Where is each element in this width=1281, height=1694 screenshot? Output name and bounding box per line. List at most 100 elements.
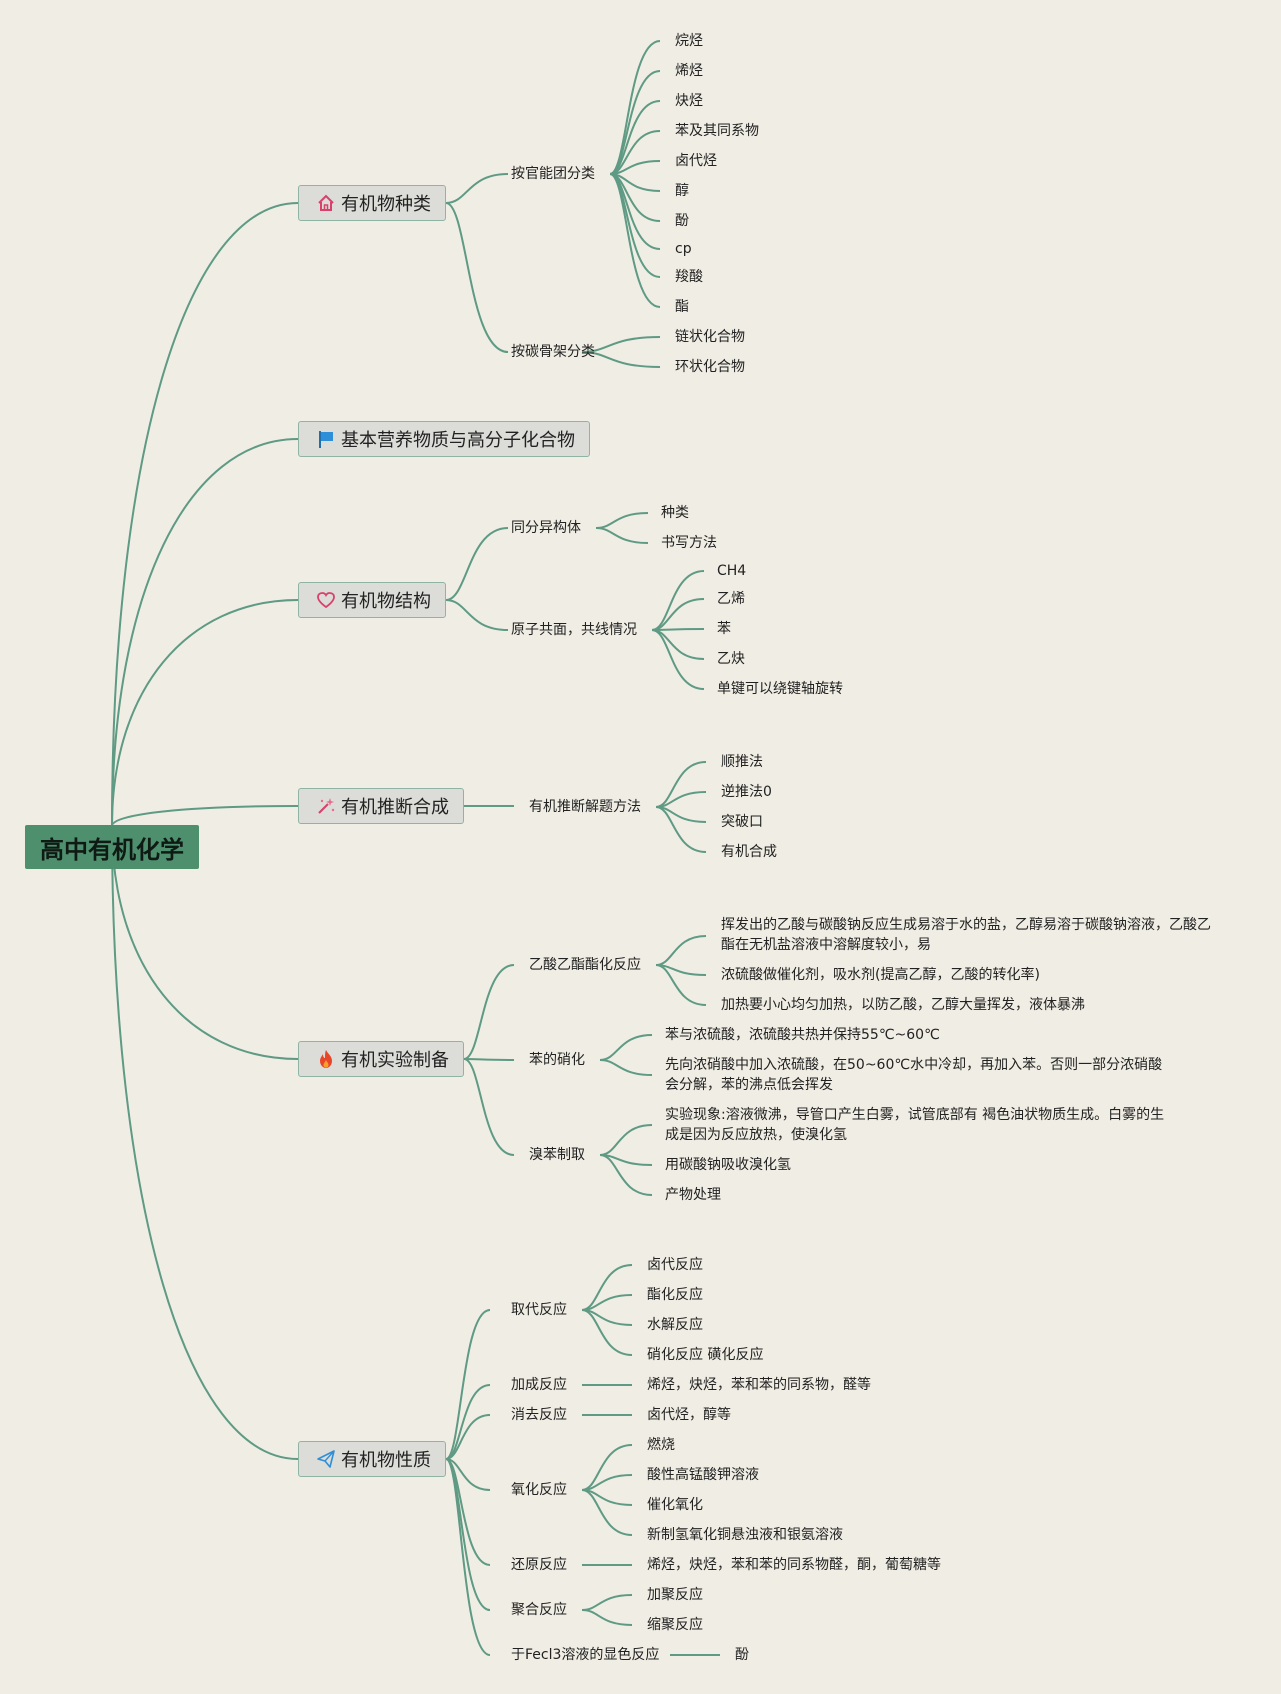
topic-label: 有机物种类	[341, 194, 431, 215]
branch-label[interactable]: 原子共面，共线情况	[511, 622, 637, 638]
leaf-label[interactable]: 顺推法	[721, 754, 763, 770]
connector-line	[581, 1594, 633, 1611]
leaf-label[interactable]: 硝化反应 磺化反应	[647, 1347, 764, 1363]
leaf-label[interactable]: 酚	[735, 1647, 749, 1663]
leaf-label[interactable]: 突破口	[721, 814, 763, 830]
branch-label[interactable]: 有机推断解题方法	[529, 799, 641, 815]
leaf-label[interactable]: 酯	[675, 299, 689, 315]
leaf-label[interactable]: 乙烯	[717, 591, 745, 607]
root-connector-line	[111, 825, 299, 1460]
leaf-label[interactable]: 挥发出的乙酸与碳酸钠反应生成易溶于水的盐，乙醇易溶于碳酸钠溶液，乙酸乙酯在无机盐…	[721, 917, 1211, 953]
leaf-label[interactable]: 加热要小心均匀加热，以防乙酸，乙醇大量挥发，液体暴沸	[721, 997, 1085, 1013]
leaf-label[interactable]: 苯与浓硫酸，浓硫酸共热并保持55℃~60℃	[665, 1027, 940, 1043]
leaf-label[interactable]: 炔烃	[675, 93, 703, 109]
leaf-label[interactable]: 单键可以绕键轴旋转	[717, 681, 843, 697]
leaf-label[interactable]: 烷烃	[675, 33, 703, 49]
leaf-label[interactable]: 新制氢氧化铜悬浊液和银氨溶液	[647, 1527, 843, 1543]
leaf-label[interactable]: 逆推法0	[721, 784, 772, 800]
connector-line	[655, 935, 707, 966]
branch-label[interactable]: 苯的硝化	[529, 1052, 585, 1068]
connector-line	[445, 1414, 491, 1460]
branch-label[interactable]: 按官能团分类	[511, 166, 595, 182]
leaf-label[interactable]: 浓硫酸做催化剂，吸水剂(提高乙醇，乙酸的转化率)	[721, 967, 1040, 983]
connector-line	[609, 40, 661, 175]
branch-label[interactable]: 还原反应	[511, 1557, 567, 1573]
flag-icon	[315, 428, 337, 450]
leaf-label[interactable]: 缩聚反应	[647, 1617, 703, 1633]
leaf-label[interactable]: 水解反应	[647, 1317, 703, 1333]
topic-synthesis[interactable]: 有机推断合成	[298, 788, 464, 824]
leaf-label[interactable]: 环状化合物	[675, 359, 745, 375]
branch-label[interactable]: 加成反应	[511, 1377, 567, 1393]
leaf-label[interactable]: 催化氧化	[647, 1497, 703, 1513]
topic-label: 基本营养物质与高分子化合物	[341, 430, 575, 451]
root-topic[interactable]: 高中有机化学	[25, 825, 199, 869]
connector-line	[445, 527, 509, 601]
connector-line	[463, 964, 515, 1060]
leaf-label[interactable]: 有机合成	[721, 844, 777, 860]
magic-wand-icon	[315, 795, 337, 817]
connector-line	[463, 1058, 515, 1061]
leaf-label[interactable]: 烯烃，炔烃，苯和苯的同系物醛，酮，葡萄糖等	[647, 1557, 941, 1573]
connector-line	[599, 1059, 653, 1076]
connector-line	[581, 1309, 633, 1356]
branch-label[interactable]: 消去反应	[511, 1407, 567, 1423]
branch-label[interactable]: 取代反应	[511, 1302, 567, 1318]
topic-property[interactable]: 有机物性质	[298, 1441, 446, 1477]
leaf-label[interactable]: 用碳酸钠吸收溴化氢	[665, 1157, 791, 1173]
leaf-label[interactable]: 卤代烃，醇等	[647, 1407, 731, 1423]
branch-label[interactable]: 同分异构体	[511, 520, 581, 536]
leaf-label[interactable]: cp	[675, 241, 692, 257]
connector-line	[599, 1154, 653, 1166]
leaf-label[interactable]: 产物处理	[665, 1187, 721, 1203]
leaf-label[interactable]: 烯烃，炔烃，苯和苯的同系物，醛等	[647, 1377, 871, 1393]
leaf-label[interactable]: 酯化反应	[647, 1287, 703, 1303]
connector-line	[445, 1458, 491, 1491]
connector-line	[651, 628, 705, 631]
connector-line	[581, 1444, 633, 1491]
leaf-label[interactable]: 加聚反应	[647, 1587, 703, 1603]
leaf-label[interactable]: CH4	[717, 563, 747, 579]
leaf-label[interactable]: 乙炔	[717, 651, 745, 667]
topic-structure[interactable]: 有机物结构	[298, 582, 446, 618]
heart-icon	[315, 589, 337, 611]
leaf-label[interactable]: 卤代烃	[675, 153, 717, 169]
leaf-label[interactable]: 先向浓硝酸中加入浓硫酸，在50~60℃水中冷却，再加入苯。否则一部分浓硝酸会分解…	[665, 1057, 1163, 1093]
connector-line	[595, 512, 649, 529]
leaf-label[interactable]: 醇	[675, 183, 689, 199]
branch-label[interactable]: 聚合反应	[511, 1602, 567, 1618]
leaf-label[interactable]: 烯烃	[675, 63, 703, 79]
topic-nutrition[interactable]: 基本营养物质与高分子化合物	[298, 421, 590, 457]
leaf-label[interactable]: 种类	[661, 505, 689, 521]
connector-line	[655, 964, 707, 1006]
branch-label[interactable]: 按碳骨架分类	[511, 344, 595, 360]
connector-line	[655, 806, 707, 853]
leaf-label[interactable]: 链状化合物	[675, 329, 745, 345]
leaf-label[interactable]: 燃烧	[647, 1437, 675, 1453]
branch-label[interactable]: 于Fecl3溶液的显色反应	[511, 1647, 660, 1663]
home-icon	[315, 192, 337, 214]
connector-line	[651, 629, 705, 690]
branch-label[interactable]: 氧化反应	[511, 1482, 567, 1498]
connector-line	[445, 202, 509, 353]
leaf-label[interactable]: 羧酸	[675, 269, 703, 285]
leaf-label[interactable]: 酚	[675, 213, 689, 229]
topic-label: 有机物结构	[341, 591, 431, 612]
topic-label: 有机推断合成	[341, 797, 449, 818]
leaf-label[interactable]: 书写方法	[661, 535, 717, 551]
branch-label[interactable]: 溴苯制取	[529, 1147, 585, 1163]
leaf-label[interactable]: 酸性高锰酸钾溶液	[647, 1467, 759, 1483]
topic-label: 有机物性质	[341, 1450, 431, 1471]
topic-kinds[interactable]: 有机物种类	[298, 185, 446, 221]
topic-experiment[interactable]: 有机实验制备	[298, 1041, 464, 1077]
leaf-label[interactable]: 苯	[717, 621, 731, 637]
leaf-label[interactable]: 实验现象:溶液微沸，导管口产生白雾，试管底部有 褐色油状物质生成。白雾的生成是因…	[665, 1107, 1165, 1143]
connector-line	[655, 964, 707, 976]
branch-label[interactable]: 乙酸乙酯酯化反应	[529, 957, 641, 973]
leaf-label[interactable]: 卤代反应	[647, 1257, 703, 1273]
paper-plane-icon	[315, 1448, 337, 1470]
connector-line	[445, 1458, 491, 1656]
leaf-label[interactable]: 苯及其同系物	[675, 123, 759, 139]
connector-line	[599, 1124, 653, 1156]
